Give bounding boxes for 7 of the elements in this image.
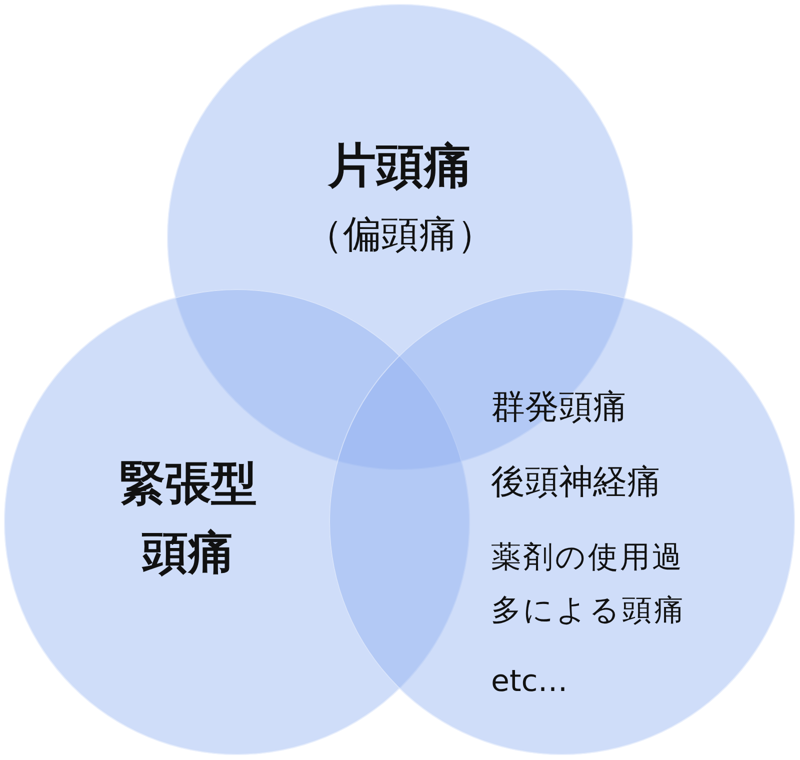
category-label: 薬剤の使用過多による頭痛 [491,539,687,630]
category-label: 片頭痛 [328,137,472,196]
category-label: 緊張型頭痛 [118,455,258,581]
category-label: 後頭神経痛 [491,461,661,504]
category-label: etc… [491,664,568,699]
category-label: （偏頭痛） [305,211,495,258]
category-label: 群発頭痛 [491,386,627,429]
